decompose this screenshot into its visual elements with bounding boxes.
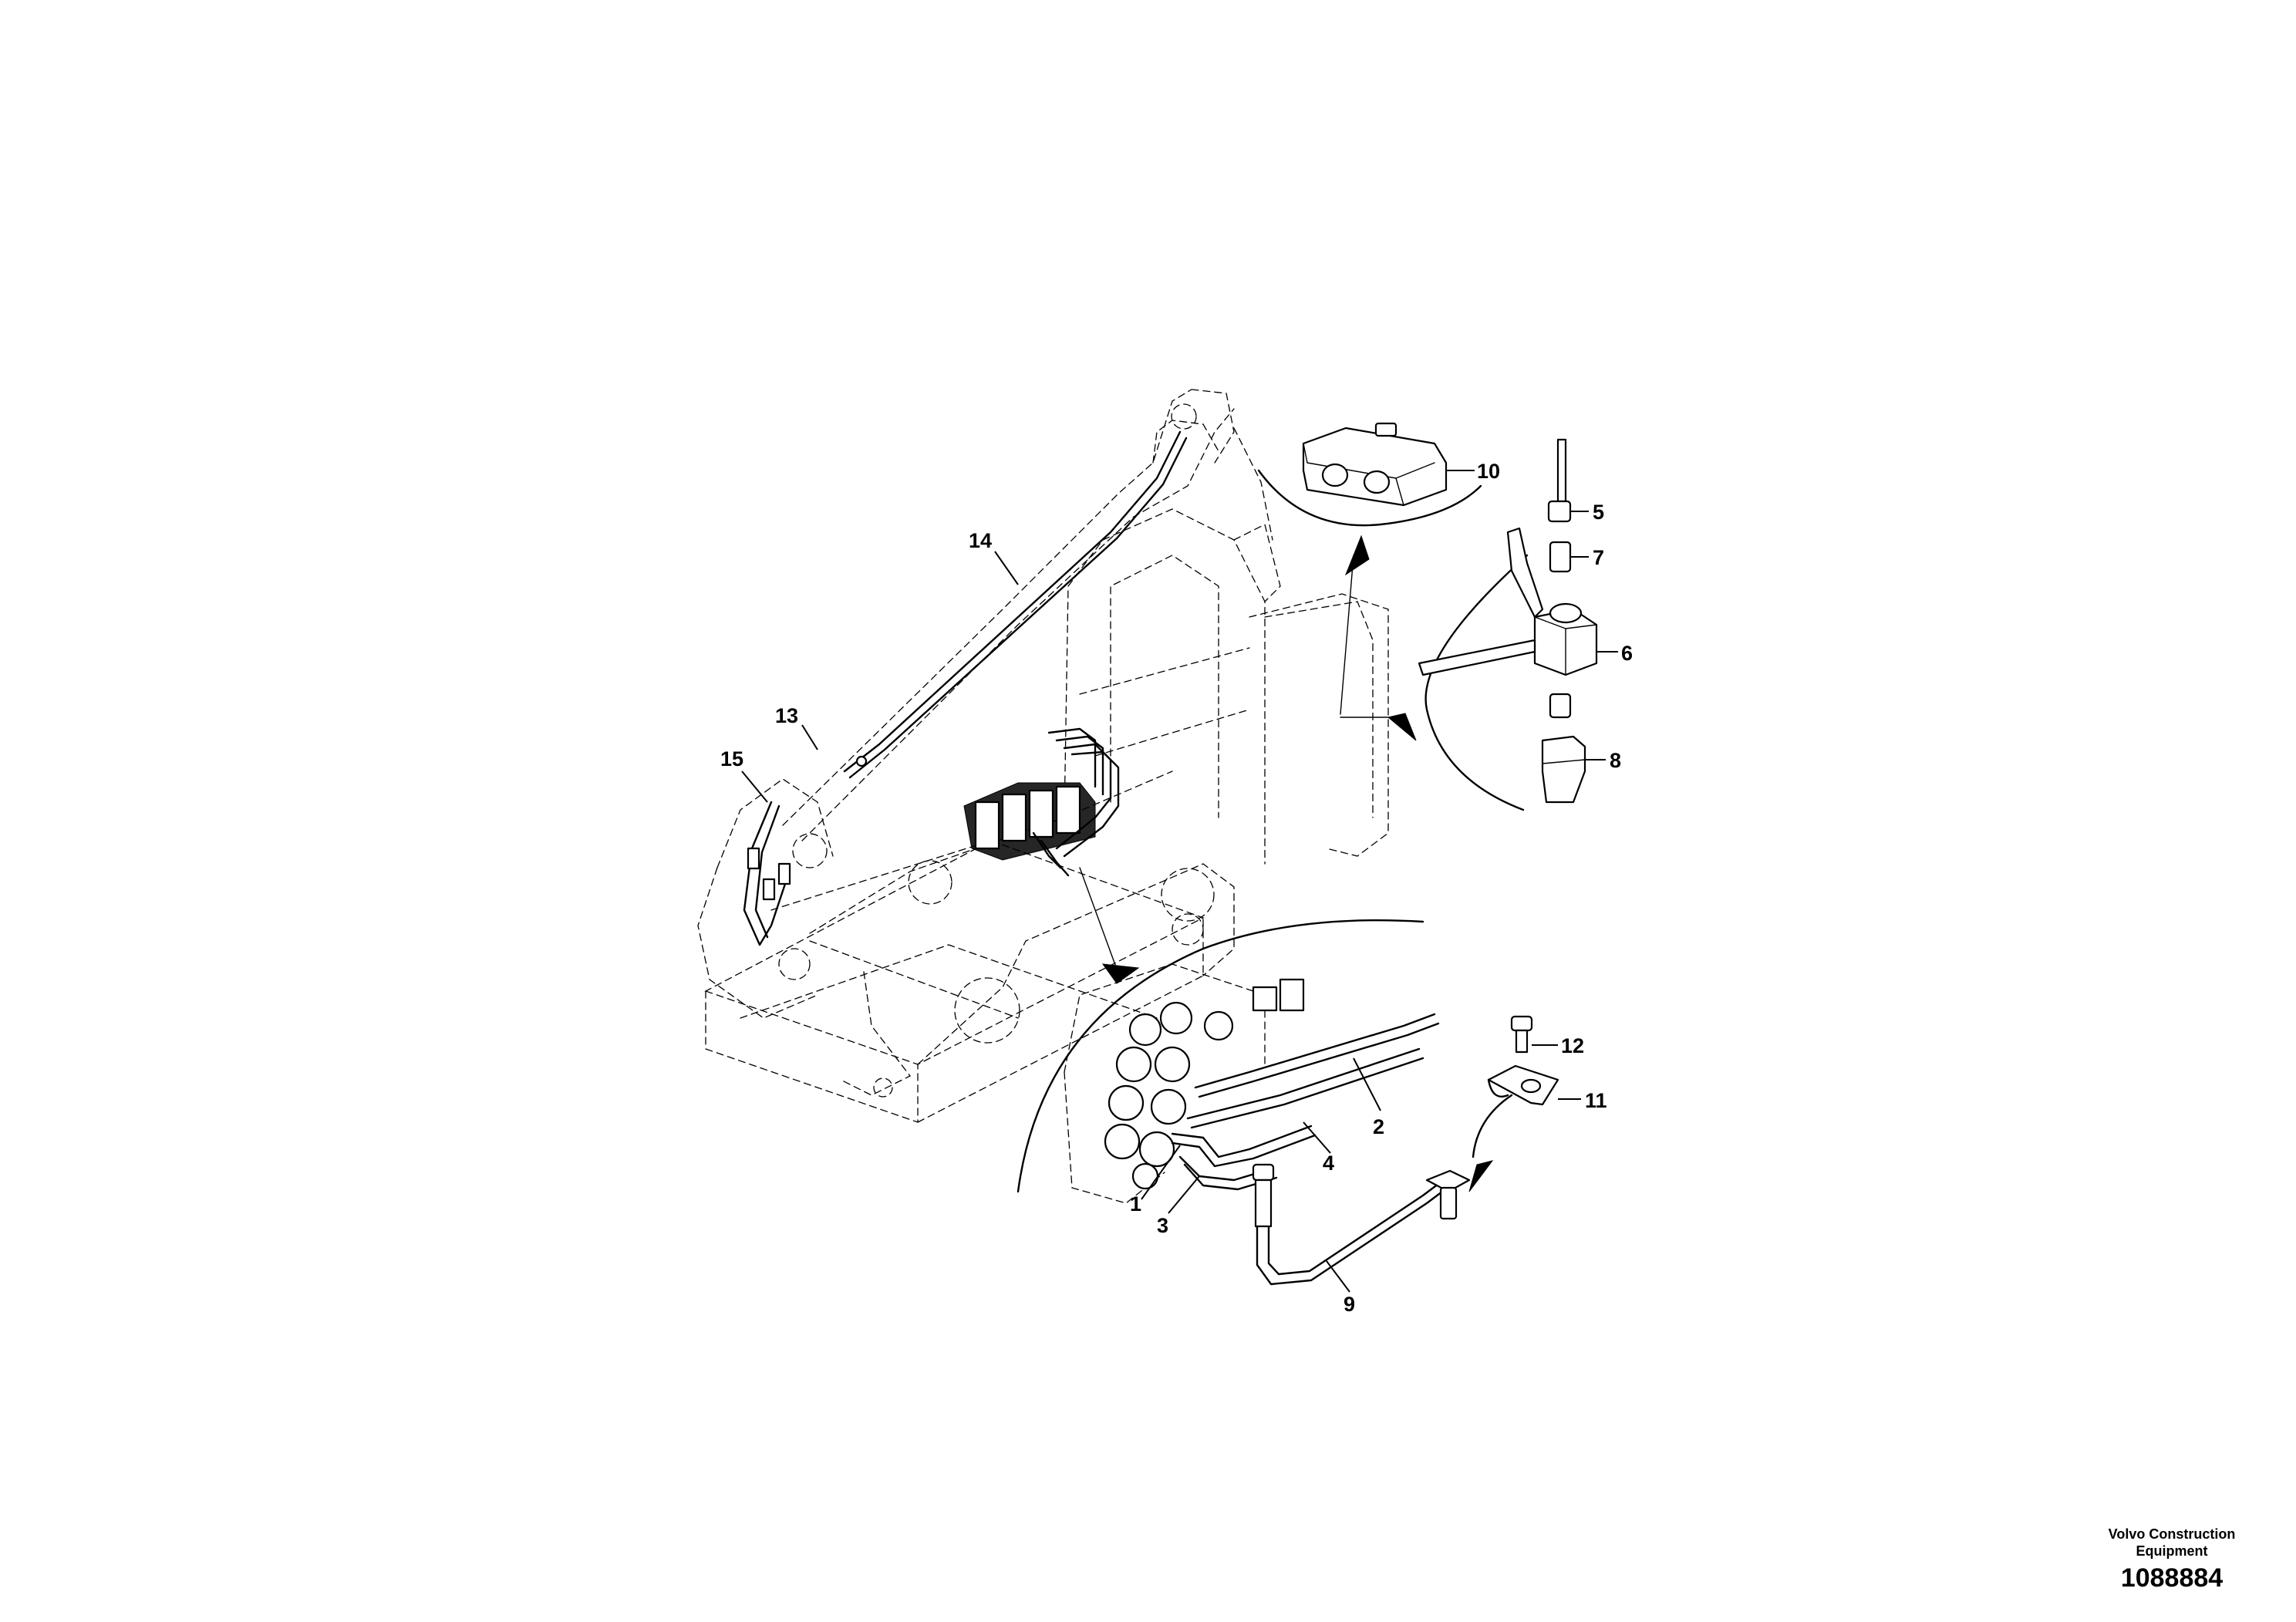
- callout-13: 13: [775, 704, 798, 727]
- callout-labels: 1 2 3 4 5 6 7 8 9 10 11 12 13 14 15: [720, 460, 1633, 1316]
- callout-4: 4: [1323, 1152, 1334, 1175]
- callout-14: 14: [969, 529, 992, 552]
- callout-1: 1: [1130, 1192, 1141, 1216]
- callout-10: 10: [1477, 460, 1500, 483]
- callout-7: 7: [1593, 546, 1604, 569]
- valve-stack: [1064, 963, 1305, 1204]
- control-valve-cluster: [963, 727, 1120, 877]
- detail-clip: [1468, 1015, 1581, 1192]
- callout-8: 8: [1610, 749, 1621, 772]
- drawing-number: 1088884: [2120, 1563, 2224, 1593]
- callout-3: 3: [1157, 1214, 1168, 1237]
- front-hoses: [743, 801, 791, 946]
- company-name-line2: Equipment: [2136, 1543, 2208, 1559]
- detail-valve-pipes: [1017, 867, 1471, 1286]
- callout-11: 11: [1585, 1089, 1607, 1112]
- boom-arm: [697, 389, 1273, 1098]
- detail-block-10: [1257, 422, 1482, 715]
- callout-2: 2: [1373, 1115, 1384, 1138]
- detail-coupling: [1340, 438, 1618, 811]
- callout-15: 15: [720, 747, 743, 771]
- callout-6: 6: [1621, 642, 1633, 665]
- callout-9: 9: [1344, 1293, 1355, 1316]
- boom-hose: [843, 430, 1188, 779]
- callout-5: 5: [1593, 501, 1604, 524]
- company-name-line1: Volvo Construction: [2108, 1526, 2236, 1542]
- callout-leaders: [741, 551, 1381, 1293]
- title-block: Volvo Construction Equipment 1088884: [2095, 1526, 2249, 1595]
- callout-12: 12: [1561, 1034, 1584, 1057]
